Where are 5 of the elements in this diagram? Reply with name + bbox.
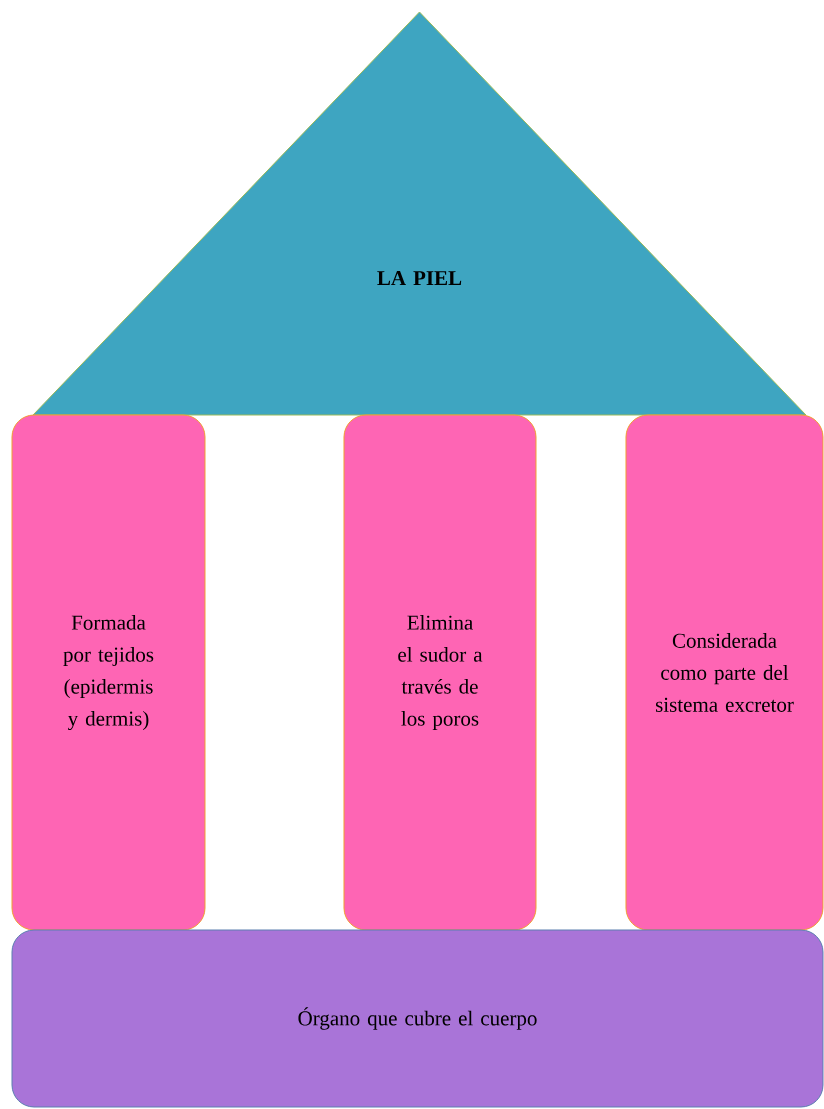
- roof-triangle: LA PIEL: [32, 11, 807, 416]
- pillar-box: Elimina el sudor a través de los poros: [343, 414, 537, 931]
- pillar-box: Formada por tejidos (epidermis y dermis): [11, 414, 206, 931]
- base-box: Órgano que cubre el cuerpo: [11, 929, 824, 1108]
- pillar-box: Considerada como parte del sistema excretor: [625, 414, 824, 931]
